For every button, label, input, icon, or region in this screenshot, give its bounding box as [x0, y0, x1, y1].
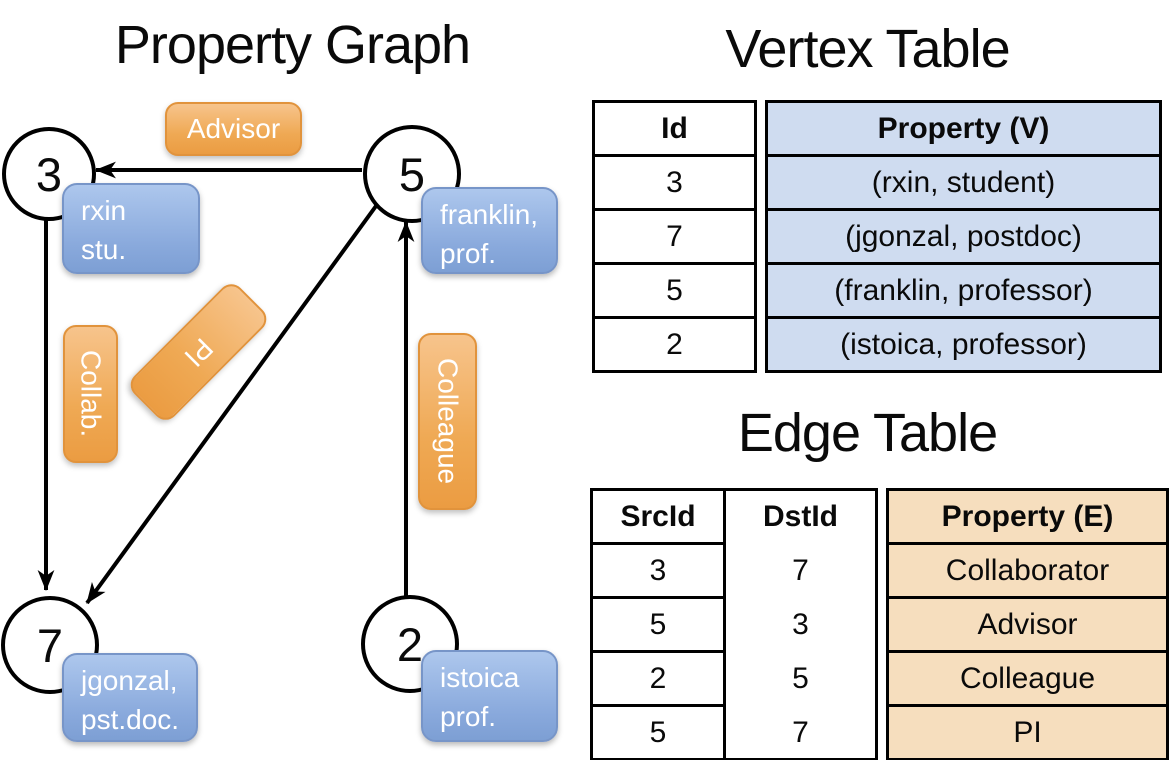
edge-table-ids-columns: SrcId DstId 3 7 5 3 2 5 5 7 — [590, 488, 878, 760]
table-cell: (rxin, student) — [768, 157, 1159, 211]
table-row: 5 3 — [593, 599, 875, 653]
vertex-table-header-id: Id — [595, 103, 754, 157]
table-cell: 5 — [792, 662, 809, 695]
vertex-property-line: istoica — [440, 662, 520, 693]
vertex-circle-5: 5 — [363, 125, 461, 223]
vertex-property-box-jgonzal: jgonzal, pst.doc. — [62, 653, 198, 742]
table-cell: 5 — [593, 707, 726, 758]
edge-label-colleague: Colleague — [418, 333, 477, 510]
vertex-property-line: pst.doc. — [81, 704, 180, 735]
vertex-table-property-column: Property (V) (rxin, student) (jgonzal, p… — [765, 100, 1162, 373]
vertex-table: Id 3 7 5 2 Property (V) (rxin, student) … — [592, 100, 1162, 373]
table-cell: 3 — [593, 545, 726, 599]
edge-table-header-srcid: SrcId — [593, 491, 726, 545]
vertex-property-line: franklin, — [440, 199, 539, 230]
vertex-property-line: rxin — [81, 195, 127, 226]
vertex-id-3: 3 — [35, 147, 63, 201]
table-cell: Collaborator — [889, 545, 1166, 599]
table-cell: PI — [889, 707, 1166, 758]
vertex-table-header-property: Property (V) — [768, 103, 1159, 157]
property-graph-title: Property Graph — [114, 15, 471, 75]
table-cell: (istoica, professor) — [768, 319, 1159, 370]
table-cell: 2 — [666, 328, 683, 361]
table-row: 3 7 — [593, 545, 875, 599]
vertex-property-box-rxin: rxin stu. — [62, 183, 200, 274]
table-cell: 5 — [595, 265, 754, 319]
edge-table-header-property: Property (E) — [889, 491, 1166, 545]
edge-table: SrcId DstId 3 7 5 3 2 5 5 7 Property (E)… — [590, 488, 1169, 760]
table-cell: Colleague — [889, 653, 1166, 707]
vertex-id-5: 5 — [398, 147, 426, 201]
vertex-property-box-franklin: franklin, prof. — [421, 187, 558, 274]
table-cell: 5 — [593, 599, 726, 653]
table-cell: Advisor — [889, 599, 1166, 653]
table-row: SrcId DstId — [593, 491, 875, 545]
table-cell: 3 — [792, 608, 809, 641]
edge-label-pi: PI — [125, 278, 272, 426]
vertex-property-line: stu. — [81, 234, 127, 265]
table-cell: (franklin, professor) — [768, 265, 1159, 319]
table-cell: 7 — [792, 554, 809, 587]
table-cell: 7 — [595, 211, 754, 265]
table-cell: 3 — [595, 157, 754, 211]
table-row: 2 5 — [593, 653, 875, 707]
vertex-property-line: prof. — [440, 701, 497, 732]
edge-table-header-dstid: DstId — [763, 500, 838, 533]
vertex-id-2: 2 — [396, 617, 424, 671]
table-cell: 7 — [792, 716, 809, 749]
vertex-property-line: jgonzal, — [81, 665, 178, 696]
edge-label-collab: Collab. — [63, 325, 118, 463]
edge-table-property-column: Property (E) Collaborator Advisor Collea… — [886, 488, 1169, 760]
table-row: 5 7 — [593, 707, 875, 758]
table-cell: (jgonzal, postdoc) — [768, 211, 1159, 265]
vertex-table-id-column: Id 3 7 5 2 — [592, 100, 757, 373]
table-cell: 2 — [593, 653, 726, 707]
vertex-table-title: Vertex Table — [725, 19, 1010, 79]
vertex-property-line: prof. — [440, 238, 497, 269]
vertex-id-7: 7 — [36, 618, 64, 672]
edge-label-advisor: Advisor — [165, 102, 302, 156]
vertex-circle-3: 3 — [2, 127, 96, 221]
vertex-property-box-istoica: istoica prof. — [421, 650, 558, 742]
edge-table-title: Edge Table — [737, 403, 998, 463]
